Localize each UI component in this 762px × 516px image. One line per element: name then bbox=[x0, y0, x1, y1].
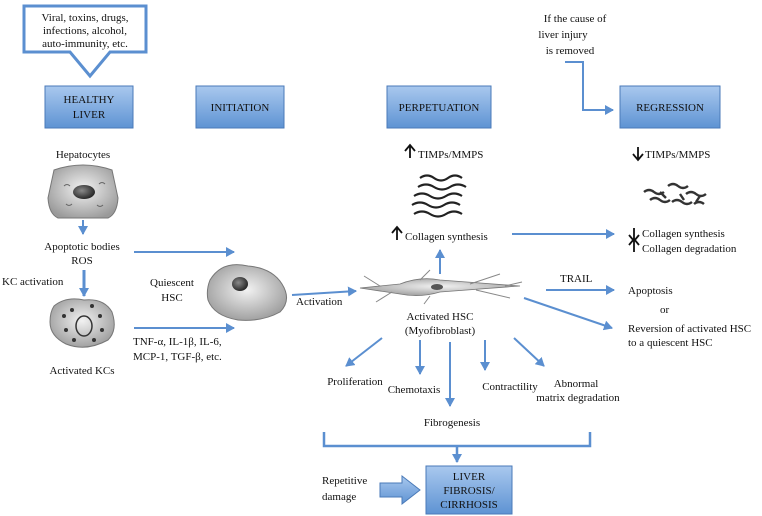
activation-arrow bbox=[291, 286, 357, 297]
proliferation-label: Proliferation bbox=[327, 376, 383, 388]
abnormal-line-2: matrix degradation bbox=[536, 392, 620, 404]
stage-initiation-label: INITIATION bbox=[211, 102, 270, 114]
quiescent-line-2: HSC bbox=[161, 292, 182, 304]
causes-callout: Viral, toxins, drugs, infections, alcoho… bbox=[22, 4, 148, 79]
stage-regression-label: REGRESSION bbox=[636, 102, 704, 114]
apoptosis-label: Apoptosis bbox=[628, 285, 673, 297]
fibrosis-line-2: FIBROSIS/ bbox=[443, 485, 495, 497]
stage-perpetuation-label: PERPETUATION bbox=[399, 102, 480, 114]
chemotaxis-label: Chemotaxis bbox=[388, 384, 441, 396]
timps-up-group: TIMPs/MMPS bbox=[404, 143, 483, 161]
activated-kcs-label: Activated KCs bbox=[49, 365, 114, 377]
stage-healthy-line-2: LIVER bbox=[73, 109, 106, 121]
causes-line-1: Viral, toxins, drugs, bbox=[41, 12, 128, 24]
abnormal-line-1: Abnormal bbox=[554, 378, 599, 390]
or-label: or bbox=[660, 304, 670, 316]
hepatocyte-icon bbox=[47, 164, 119, 219]
abnormal-degradation-arrow bbox=[513, 337, 545, 367]
collagen-synthesis-up-group: Collagen synthesis bbox=[391, 225, 488, 243]
kupffer-cell-icon bbox=[49, 298, 115, 348]
collagen-degradation-label: Collagen degradation bbox=[642, 243, 737, 255]
activated-hsc-icon bbox=[359, 269, 523, 305]
removed-line-2: liver injury bbox=[538, 29, 588, 41]
apoptotic-bodies-label: Apoptotic bodies bbox=[44, 241, 119, 253]
stage-perpetuation: PERPETUATION bbox=[386, 85, 492, 129]
stage-healthy-liver: HEALTHY LIVER bbox=[44, 85, 134, 129]
collagen-synthesis-down-group: Collagen synthesis bbox=[628, 228, 725, 243]
hepatocytes-label: Hepatocytes bbox=[56, 149, 110, 161]
stage-fibrosis-cirrhosis: LIVER FIBROSIS/ CIRRHOSIS bbox=[425, 465, 513, 515]
contractility-label: Contractility bbox=[482, 381, 538, 393]
cytokines-line-2: MCP-1, TGF-β, etc. bbox=[133, 351, 222, 363]
repetitive-line-2: damage bbox=[322, 491, 356, 503]
removed-arrow bbox=[565, 61, 614, 115]
reversion-line-1: Reversion of activated HSC bbox=[628, 323, 751, 335]
collagen-synthesis-down-label: Collagen synthesis bbox=[642, 228, 725, 240]
fibrosis-line-1: LIVER bbox=[453, 471, 486, 483]
reversion-arrow bbox=[523, 297, 613, 331]
stage-healthy-line-1: HEALTHY bbox=[64, 94, 115, 106]
fibrogenesis-label: Fibrogenesis bbox=[424, 417, 480, 429]
degraded-collagen-icon bbox=[643, 182, 707, 206]
timps-down-group: TIMPs/MMPS bbox=[632, 147, 710, 162]
activated-hsc-label: Activated HSC bbox=[407, 311, 474, 323]
activation-label: Activation bbox=[296, 296, 343, 308]
stage-initiation: INITIATION bbox=[195, 85, 285, 129]
repetitive-damage-arrow bbox=[379, 474, 421, 506]
trail-label: TRAIL bbox=[560, 273, 593, 285]
removed-line-3: is removed bbox=[546, 45, 595, 57]
stage-regression: REGRESSION bbox=[619, 85, 721, 129]
collagen-degradation-up-group: Collagen degradation bbox=[628, 237, 737, 255]
outcome-bracket bbox=[322, 432, 592, 462]
repetitive-line-1: Repetitive bbox=[322, 475, 367, 487]
reversion-line-2: to a quiescent HSC bbox=[628, 337, 713, 349]
myofibroblast-label: (Myofibroblast) bbox=[405, 325, 476, 337]
causes-line-3: auto-immunity, etc. bbox=[42, 38, 128, 50]
kc-activation-label: KC activation bbox=[2, 276, 64, 288]
fibrosis-line-3: CIRRHOSIS bbox=[440, 499, 497, 511]
collagen-synthesis-up-label: Collagen synthesis bbox=[405, 231, 488, 243]
causes-line-2: infections, alcohol, bbox=[43, 25, 127, 37]
timps-down-label: TIMPs/MMPS bbox=[645, 149, 710, 161]
quiescent-hsc-icon bbox=[206, 264, 287, 321]
proliferation-arrow bbox=[345, 337, 383, 367]
removed-line-1: If the cause of bbox=[544, 13, 607, 25]
collagen-fibers-icon bbox=[411, 174, 467, 218]
quiescent-line-1: Quiescent bbox=[150, 277, 194, 289]
ros-label: ROS bbox=[71, 255, 92, 267]
timps-up-label: TIMPs/MMPS bbox=[418, 149, 483, 161]
cause-removed-note: If the cause of liver injury is removed bbox=[538, 13, 606, 57]
cytokines-line-1: TNF-α, IL-1β, IL-6, bbox=[133, 336, 222, 348]
